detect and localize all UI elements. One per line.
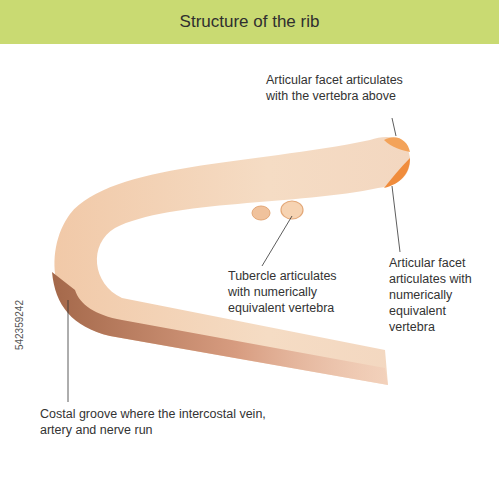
diagram-title: Structure of the rib (0, 0, 499, 44)
head-facet-upper (384, 137, 410, 152)
leader-line (392, 186, 400, 252)
callout-label: Tubercle articulates with numerically eq… (228, 268, 358, 316)
callout-label: Costal groove where the intercostal vein… (40, 406, 280, 438)
leader-line (68, 300, 69, 402)
leader-line (262, 216, 292, 266)
watermark-number: 542359242 (14, 300, 25, 350)
tubercle-facet-small (252, 206, 270, 220)
callout-label: Articular facet articulates with numeric… (389, 255, 494, 335)
head-facet-lower (384, 158, 410, 188)
leader-line (392, 118, 396, 136)
callout-label: Articular facet articulates with the ver… (266, 72, 416, 104)
costal-groove (52, 272, 388, 385)
